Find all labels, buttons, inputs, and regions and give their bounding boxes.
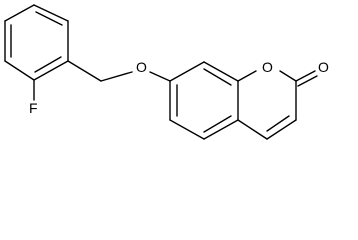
ring-oxygen-atom-label: O <box>262 59 273 75</box>
bond <box>266 119 297 140</box>
atom-labels: F O O O <box>29 59 329 116</box>
double-bond-inner <box>35 11 63 26</box>
ether-oxygen-atom-label: O <box>136 59 147 75</box>
bond-ch2-o <box>100 71 133 82</box>
chemical-structure: F O O O <box>4 4 329 140</box>
bond <box>203 61 239 82</box>
double-bond-inner <box>203 68 232 86</box>
bond <box>203 119 239 140</box>
bond-o-c7 <box>149 71 171 82</box>
bond <box>67 60 102 82</box>
bond <box>33 4 69 22</box>
bond <box>4 60 35 81</box>
fluorine-atom-label: F <box>29 100 38 116</box>
carbonyl-oxygen-atom-label: O <box>318 59 329 75</box>
bond <box>237 119 268 140</box>
fluorobenzyl-group <box>4 4 133 101</box>
bond-o1-c2 <box>279 70 297 82</box>
double-bond-inner <box>34 56 62 73</box>
bond-c8a-o1 <box>237 70 257 82</box>
coumarin-core <box>149 61 318 140</box>
double-bond-inner <box>203 115 232 133</box>
bond <box>169 61 205 82</box>
bond <box>4 4 35 22</box>
bond <box>169 119 205 140</box>
bond <box>33 60 69 81</box>
double-bond-inner <box>266 115 290 132</box>
carbonyl-bond <box>295 70 316 82</box>
carbonyl-bond <box>297 75 318 87</box>
